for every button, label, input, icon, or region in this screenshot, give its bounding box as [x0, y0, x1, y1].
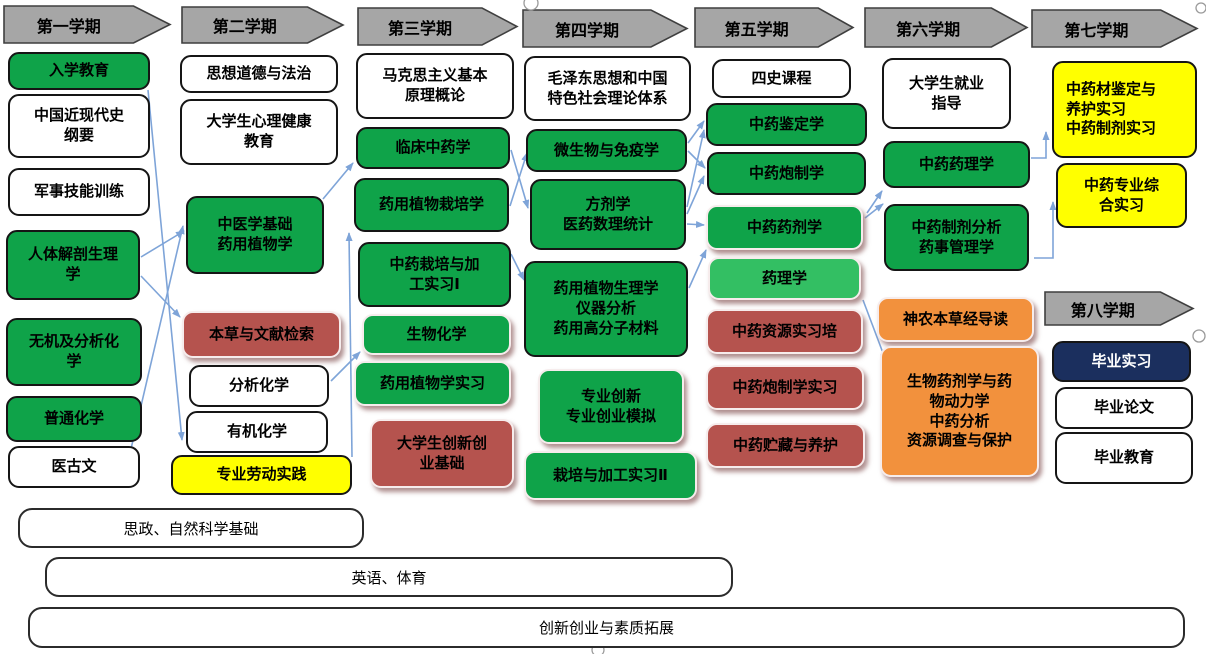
prerequisite-arrow	[687, 120, 705, 144]
prerequisite-arrow	[322, 162, 354, 200]
course-node[interactable]: 有机化学	[186, 411, 328, 453]
course-node[interactable]: 微生物与免疫学	[526, 129, 687, 172]
prerequisite-arrow	[686, 175, 705, 215]
course-node[interactable]: 中药资源实习培	[706, 309, 863, 354]
course-node[interactable]: 专业创新 专业创业模拟	[538, 369, 684, 444]
course-node[interactable]: 本草与文献检索	[182, 311, 341, 358]
course-node[interactable]: 栽培与加工实习Ⅱ	[524, 451, 697, 500]
course-node[interactable]: 大学生心理健康 教育	[180, 99, 338, 165]
prerequisite-arrow	[345, 232, 353, 458]
course-node[interactable]: 生物药剂学与药 物动力学 中药分析 资源调查与保护	[880, 346, 1039, 477]
course-node[interactable]: 无机及分析化 学	[6, 318, 142, 386]
prerequisite-arrow	[864, 203, 884, 219]
selection-handle[interactable]	[1192, 329, 1206, 343]
course-node[interactable]: 中国近现代史 纲要	[8, 94, 150, 158]
course-node[interactable]: 人体解剖生理 学	[6, 230, 140, 300]
course-node[interactable]: 中药制剂分析 药事管理学	[884, 204, 1029, 271]
prerequisite-arrow	[686, 129, 706, 208]
semester-header-shape[interactable]	[1031, 9, 1199, 48]
prerequisite-arrow	[509, 152, 528, 207]
course-node[interactable]: 入学教育	[8, 52, 150, 90]
course-node[interactable]: 中药材鉴定与 养护实习 中药制剂实习	[1052, 61, 1197, 158]
course-node[interactable]: 药用植物学实习	[354, 361, 511, 406]
prerequisite-arrow	[510, 253, 525, 281]
course-node[interactable]: 中药炮制学实习	[706, 365, 864, 410]
prerequisite-arrow	[147, 89, 185, 441]
course-node[interactable]: 专业劳动实践	[171, 455, 352, 495]
course-node[interactable]: 中药炮制学	[707, 152, 866, 195]
semester-header-shape[interactable]	[357, 7, 519, 46]
course-node[interactable]: 中药鉴定学	[706, 103, 867, 146]
prerequisite-arrow	[686, 221, 705, 229]
course-node[interactable]: 毕业论文	[1055, 387, 1193, 429]
course-node[interactable]: 分析化学	[189, 365, 329, 407]
prerequisite-arrow	[1031, 131, 1050, 159]
course-node[interactable]: 大学生就业 指导	[882, 58, 1011, 129]
selection-handle[interactable]	[1195, 2, 1206, 14]
course-node[interactable]: 医古文	[8, 446, 140, 488]
prerequisite-arrow	[330, 351, 361, 382]
semester-header-shape[interactable]	[522, 9, 689, 48]
prerequisite-arrow	[688, 249, 707, 289]
course-node[interactable]: 生物化学	[362, 314, 511, 355]
course-node[interactable]: 思想道德与法治	[180, 55, 338, 93]
course-node[interactable]: 中药药理学	[883, 141, 1030, 188]
course-node[interactable]: 毕业实习	[1052, 341, 1191, 382]
semester-header-shape[interactable]	[1044, 291, 1195, 326]
course-node[interactable]: 临床中药学	[356, 127, 510, 169]
course-node[interactable]: 军事技能训练	[8, 168, 150, 216]
course-node[interactable]: 毕业教育	[1055, 432, 1193, 484]
prerequisite-arrow	[687, 150, 706, 169]
course-node[interactable]: 中药栽培与加 工实习Ⅰ	[358, 242, 511, 307]
semester-header-shape[interactable]	[694, 7, 855, 48]
course-node[interactable]: 大学生创新创 业基础	[370, 419, 514, 488]
course-node[interactable]: 四史课程	[712, 59, 851, 98]
semester-header-shape[interactable]	[3, 5, 172, 44]
foundation-bar[interactable]: 创新创业与素质拓展	[28, 607, 1185, 648]
course-node[interactable]: 方剂学 医药数理统计	[530, 179, 686, 250]
foundation-bar[interactable]: 思政、自然科学基础	[18, 508, 364, 548]
prerequisite-arrow	[140, 230, 185, 258]
course-node[interactable]: 普通化学	[6, 396, 142, 442]
semester-header-shape[interactable]	[181, 6, 345, 44]
selection-handle[interactable]	[523, 0, 539, 11]
prerequisite-arrow	[140, 275, 181, 318]
course-node[interactable]: 药用植物栽培学	[354, 178, 509, 232]
course-node[interactable]: 马克思主义基本 原理概论	[356, 53, 514, 119]
prerequisite-arrow	[1034, 201, 1057, 259]
course-node[interactable]: 中药贮藏与养护	[706, 423, 865, 468]
course-node[interactable]: 毛泽东思想和中国 特色社会理论体系	[524, 56, 691, 121]
course-node[interactable]: 神农本草经导读	[877, 297, 1034, 342]
semester-header-shape[interactable]	[864, 7, 1029, 48]
prerequisite-arrow	[866, 190, 883, 214]
course-node[interactable]: 药理学	[708, 257, 861, 300]
course-node[interactable]: 中药药剂学	[706, 205, 863, 250]
course-node[interactable]: 药用植物生理学 仪器分析 药用高分子材料	[524, 261, 688, 357]
course-node[interactable]: 中药专业综 合实习	[1056, 163, 1187, 228]
foundation-bar[interactable]: 英语、体育	[45, 557, 733, 597]
course-node[interactable]: 中医学基础 药用植物学	[186, 196, 324, 274]
